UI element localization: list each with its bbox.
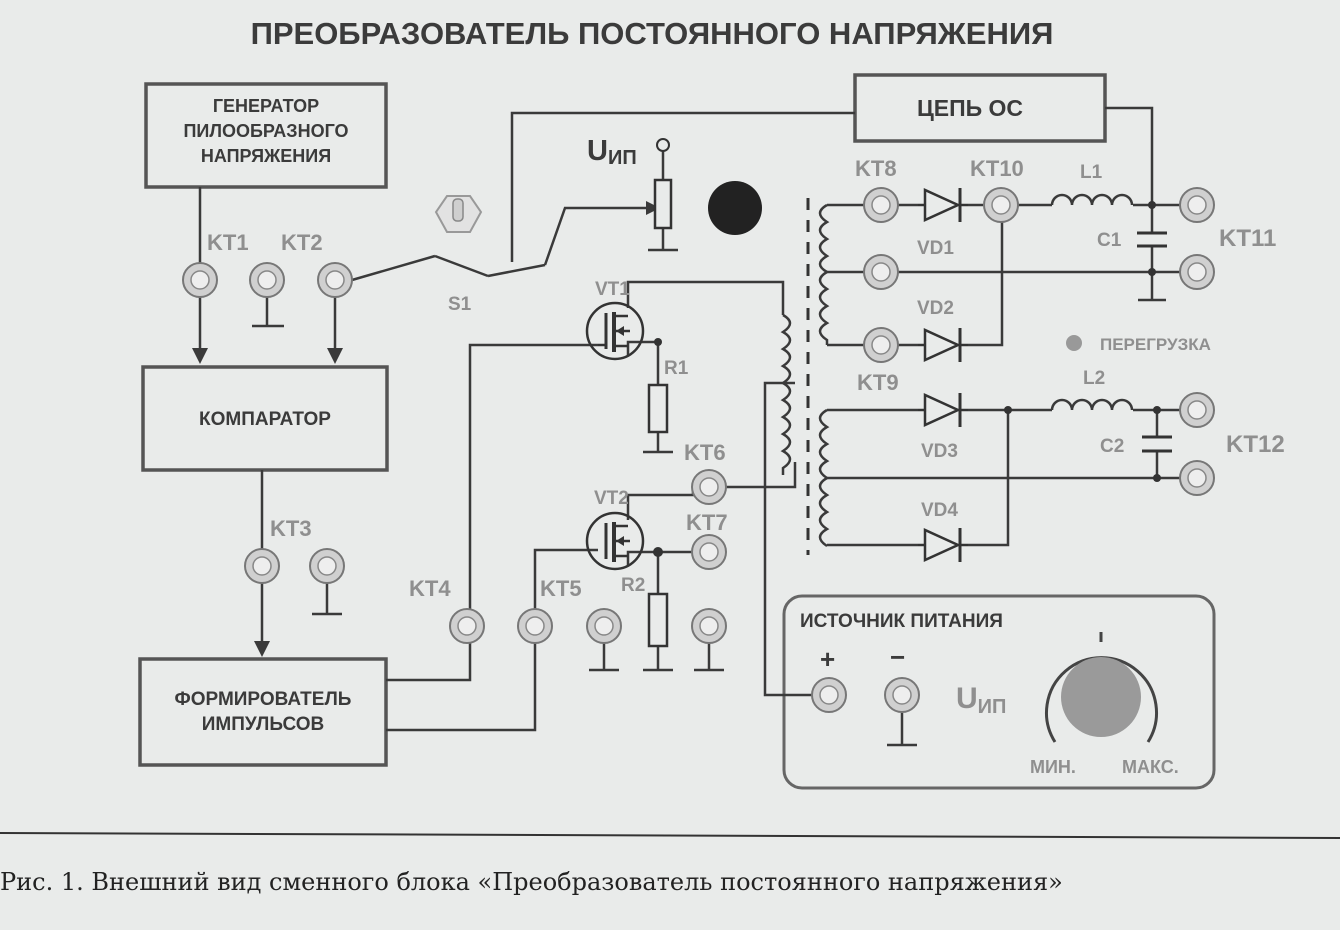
feedback-block: ЦЕПЬ ОС <box>853 73 1107 143</box>
kt6-jack[interactable] <box>691 469 727 505</box>
kt8-label: KT8 <box>855 156 897 181</box>
knob-max-label: МАКС. <box>1122 757 1179 777</box>
supply-uip-label: UИП <box>956 682 1006 718</box>
transformer-secondary-1-icon <box>818 203 830 345</box>
caption-divider <box>0 832 1340 839</box>
kt12-plus-jack[interactable] <box>1179 392 1215 428</box>
kt3-jack[interactable] <box>244 548 280 584</box>
transformer-secondary-2-icon <box>818 408 830 548</box>
vd2-diode-icon <box>918 328 968 362</box>
potentiometer-icon <box>653 178 673 230</box>
kt9-label: KT9 <box>857 370 899 395</box>
c2-capacitor-icon <box>1142 435 1172 453</box>
figure-caption: Рис. 1. Внешний вид сменного блока «Прео… <box>0 868 1063 896</box>
kt7-label: KT7 <box>686 510 728 535</box>
arrow-right-icon <box>646 201 660 215</box>
r1-label: R1 <box>664 358 689 379</box>
overload-label: ПЕРЕГРУЗКА <box>1100 335 1211 354</box>
uip-terminal-icon <box>656 138 670 152</box>
kt6-label: KT6 <box>684 440 726 465</box>
vd2-label: VD2 <box>917 298 954 319</box>
kt4-label: KT4 <box>409 576 451 601</box>
kt2-label: KT2 <box>281 230 323 255</box>
kt1-gnd-jack[interactable] <box>249 262 285 298</box>
knob-min-label: МИН. <box>1030 757 1076 777</box>
comparator-label: КОМПАРАТОР <box>199 409 331 430</box>
generator-line-3: НАПРЯЖЕНИЯ <box>201 146 331 166</box>
kt11-minus-jack[interactable] <box>1179 254 1215 290</box>
r2-label: R2 <box>621 575 645 596</box>
s1-label: S1 <box>448 294 472 315</box>
l1-label: L1 <box>1080 162 1103 183</box>
kt10-jack[interactable] <box>983 187 1019 223</box>
vd1-label: VD1 <box>917 238 954 259</box>
kt1-label: KT1 <box>207 230 249 255</box>
kt5-label: KT5 <box>540 576 582 601</box>
page-title: ПРЕОБРАЗОВАТЕЛЬ ПОСТОЯННОГО НАПРЯЖЕНИЯ <box>251 16 1054 51</box>
kt3-label: KT3 <box>270 516 312 541</box>
vd1-diode-icon <box>918 188 968 222</box>
indicator-lamp-icon <box>708 181 762 235</box>
kt5-gnd-jack[interactable] <box>586 608 622 644</box>
kt7-jack[interactable] <box>691 534 727 570</box>
l2-inductor-icon <box>1050 398 1134 411</box>
transformer-primary-icon <box>780 313 792 475</box>
shaper-line-1: ФОРМИРОВАТЕЛЬ <box>175 689 352 710</box>
vd4-diode-icon <box>918 528 968 562</box>
wiring <box>192 106 1180 747</box>
vt1-transistor-icon <box>585 301 645 361</box>
kt2-jack[interactable] <box>317 262 353 298</box>
kt5-jack[interactable] <box>517 608 553 644</box>
kt9-jack[interactable] <box>863 327 899 363</box>
kt12-minus-jack[interactable] <box>1179 460 1215 496</box>
kt3-gnd-jack[interactable] <box>309 548 345 584</box>
kt7-gnd-jack[interactable] <box>691 608 727 644</box>
kt12-label: KT12 <box>1226 431 1285 458</box>
shaper-line-2: ИМПУЛЬСОВ <box>202 714 325 735</box>
kt4-jack[interactable] <box>449 608 485 644</box>
kt8-jack[interactable] <box>863 187 899 223</box>
vd3-diode-icon <box>918 393 968 427</box>
supply-plus-jack[interactable] <box>811 677 847 713</box>
kt11-label: KT11 <box>1219 225 1276 252</box>
vd3-label: VD3 <box>921 441 958 462</box>
c1-capacitor-icon <box>1137 231 1167 248</box>
generator-line-2: ПИЛООБРАЗНОГО <box>183 121 348 141</box>
vt2-label: VT2 <box>594 488 629 509</box>
arrow-down-icon <box>192 348 208 364</box>
r2-resistor-icon <box>647 592 669 648</box>
kt1-jack[interactable] <box>182 262 218 298</box>
c2-label: C2 <box>1100 436 1124 457</box>
kt10-label: KT10 <box>970 156 1024 181</box>
vt2-transistor-icon <box>585 511 645 571</box>
supply-minus-jack[interactable] <box>884 677 920 713</box>
l2-label: L2 <box>1083 368 1105 389</box>
power-supply-label: ИСТОЧНИК ПИТАНИЯ <box>800 611 1003 632</box>
kt11-plus-jack[interactable] <box>1179 187 1215 223</box>
r1-resistor-icon <box>647 383 669 434</box>
supply-minus-label: − <box>890 642 905 672</box>
l1-inductor-icon <box>1050 193 1134 206</box>
supply-plus-label: + <box>820 644 835 674</box>
vt1-label: VT1 <box>595 279 630 300</box>
overload-indicator-icon <box>1066 335 1082 351</box>
voltage-knob[interactable] <box>1061 657 1141 737</box>
c1-label: C1 <box>1097 230 1122 251</box>
toggle-switch-icon[interactable] <box>434 195 483 233</box>
feedback-label: ЦЕПЬ ОС <box>917 95 1023 121</box>
uip-label: UИП <box>587 135 637 169</box>
vd4-label: VD4 <box>921 500 958 521</box>
shaper-block: ФОРМИРОВАТЕЛЬ ИМПУЛЬСОВ <box>138 657 388 767</box>
generator-line-1: ГЕНЕРАТОР <box>213 96 319 116</box>
generator-block: ГЕНЕРАТОР ПИЛООБРАЗНОГО НАПРЯЖЕНИЯ <box>144 82 388 189</box>
power-supply-panel: ИСТОЧНИК ПИТАНИЯ <box>782 594 1216 790</box>
kt8-mid-jack[interactable] <box>863 254 899 290</box>
arrow-down-icon <box>327 348 343 364</box>
comparator-block: КОМПАРАТОР <box>141 365 389 472</box>
arrow-down-icon <box>254 641 270 657</box>
